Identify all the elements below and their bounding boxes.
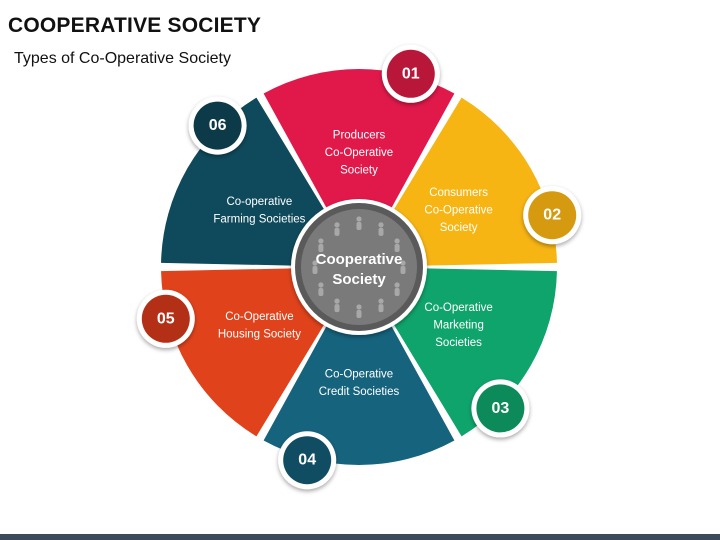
- person-body-icon: [400, 266, 406, 274]
- segment-05: [161, 268, 331, 437]
- person-body-icon: [356, 310, 362, 318]
- badge-03-number: 03: [492, 400, 510, 417]
- badge-03: [476, 384, 525, 433]
- person-head-icon: [394, 238, 400, 244]
- person-body-icon: [312, 266, 318, 274]
- segment-03-label-line-3: Societies: [435, 337, 482, 349]
- segment-06-label-line-1: Co-operative: [226, 196, 292, 208]
- person-head-icon: [356, 304, 362, 310]
- person-body-icon: [334, 227, 340, 236]
- person-body-icon: [318, 244, 324, 252]
- badge-04-number: 04: [298, 452, 316, 469]
- badge-06-number: 06: [209, 117, 227, 134]
- segment-01-label-line-2: Co-Operative: [325, 147, 393, 159]
- center-label-line-1: Cooperative: [316, 251, 403, 268]
- center-disc: [301, 209, 417, 325]
- footer-bar: [0, 534, 720, 540]
- person-body-icon: [394, 244, 400, 252]
- badge-01: [386, 49, 435, 98]
- person-head-icon: [378, 298, 384, 304]
- center-label-line-2: Society: [332, 271, 386, 288]
- badge-01-number: 01: [402, 65, 420, 82]
- segment-01-label-line-3: Society: [340, 165, 378, 177]
- person-body-icon: [334, 304, 340, 313]
- person-head-icon: [400, 260, 406, 266]
- badge-02-number: 02: [543, 207, 561, 224]
- segment-02-label-line-2: Co-Operative: [424, 205, 492, 217]
- badge-05-number: 05: [157, 310, 175, 327]
- badge-04: [283, 436, 332, 485]
- person-head-icon: [394, 282, 400, 288]
- person-head-icon: [312, 260, 318, 266]
- segment-04: [263, 315, 455, 465]
- segment-03: [387, 268, 557, 437]
- page-title: COOPERATIVE SOCIETY: [8, 14, 262, 37]
- person-body-icon: [378, 227, 384, 236]
- segment-02-label-line-1: Consumers: [429, 187, 488, 199]
- segment-03-label-line-1: Co-Operative: [424, 302, 492, 314]
- segment-04-label-line-2: Credit Societies: [319, 386, 400, 398]
- segment-06: [161, 97, 331, 266]
- person-body-icon: [318, 288, 324, 296]
- segment-05-label-line-2: Housing Society: [218, 328, 301, 340]
- segment-02: [387, 97, 557, 266]
- person-head-icon: [334, 298, 340, 304]
- person-head-icon: [318, 238, 324, 244]
- badge-02: [528, 191, 577, 240]
- person-head-icon: [334, 222, 340, 228]
- person-body-icon: [356, 222, 362, 230]
- page-subtitle: Types of Co-Operative Society: [14, 50, 231, 67]
- segment-06-label-line-2: Farming Societies: [213, 213, 305, 225]
- person-head-icon: [318, 282, 324, 288]
- segment-03-label-line-2: Marketing: [433, 320, 484, 332]
- segment-01-label-line-1: Producers: [333, 130, 386, 142]
- segment-01: [263, 69, 455, 219]
- person-head-icon: [378, 222, 384, 228]
- segment-04-label-line-1: Co-Operative: [325, 368, 393, 380]
- segment-05-label-line-1: Co-Operative: [225, 311, 293, 323]
- person-body-icon: [378, 304, 384, 313]
- badge-06: [193, 101, 242, 150]
- segment-02-label-line-3: Society: [440, 222, 478, 234]
- badge-05: [141, 294, 190, 343]
- people-circle-icon: [312, 216, 406, 318]
- person-head-icon: [356, 216, 362, 222]
- person-body-icon: [394, 288, 400, 296]
